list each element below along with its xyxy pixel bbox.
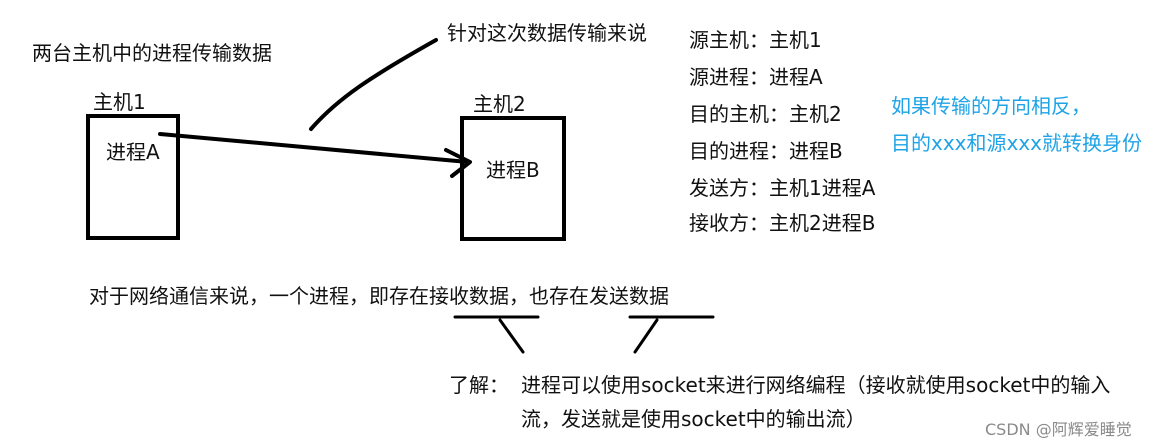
- host2-box: [460, 116, 566, 241]
- host2-label: 主机2: [473, 92, 526, 116]
- network-statement: 对于网络通信来说，一个进程，即存在接收数据，也存在发送数据: [89, 284, 669, 308]
- note-pointer-curve: [309, 38, 438, 131]
- info-line-source-process: 源进程：进程A: [689, 65, 823, 89]
- diagram-title: 两台主机中的进程传输数据: [32, 41, 272, 65]
- host1-process-label: 进程A: [106, 140, 160, 164]
- info-line-dest-host: 目的主机：主机2: [689, 102, 842, 126]
- host1-label: 主机1: [93, 90, 146, 114]
- understand-line1: 进程可以使用socket来进行网络编程（接收就使用socket中的输入: [521, 373, 1111, 397]
- arrow-note: 针对这次数据传输来说: [447, 21, 647, 45]
- info-line-source-host: 源主机：主机1: [689, 28, 822, 52]
- host1-box: [86, 114, 180, 240]
- reverse-note-line1: 如果传输的方向相反，: [891, 94, 1091, 118]
- info-line-receiver: 接收方：主机2进程B: [689, 211, 876, 235]
- transfer-arrow-line: [158, 132, 470, 164]
- watermark: CSDN @阿辉爱睡觉: [985, 420, 1132, 439]
- info-line-sender: 发送方：主机1进程A: [689, 176, 876, 200]
- info-line-dest-process: 目的进程：进程B: [689, 139, 843, 163]
- understand-label: 了解：: [449, 373, 509, 397]
- reverse-note-line2: 目的xxx和源xxx就转换身份: [891, 131, 1143, 155]
- send-tick: [633, 318, 659, 354]
- host2-process-label: 进程B: [486, 158, 540, 182]
- receive-tick: [498, 318, 525, 354]
- understand-line2: 流，发送就是使用socket中的输出流）: [521, 407, 866, 431]
- transfer-arrowhead: [444, 148, 472, 178]
